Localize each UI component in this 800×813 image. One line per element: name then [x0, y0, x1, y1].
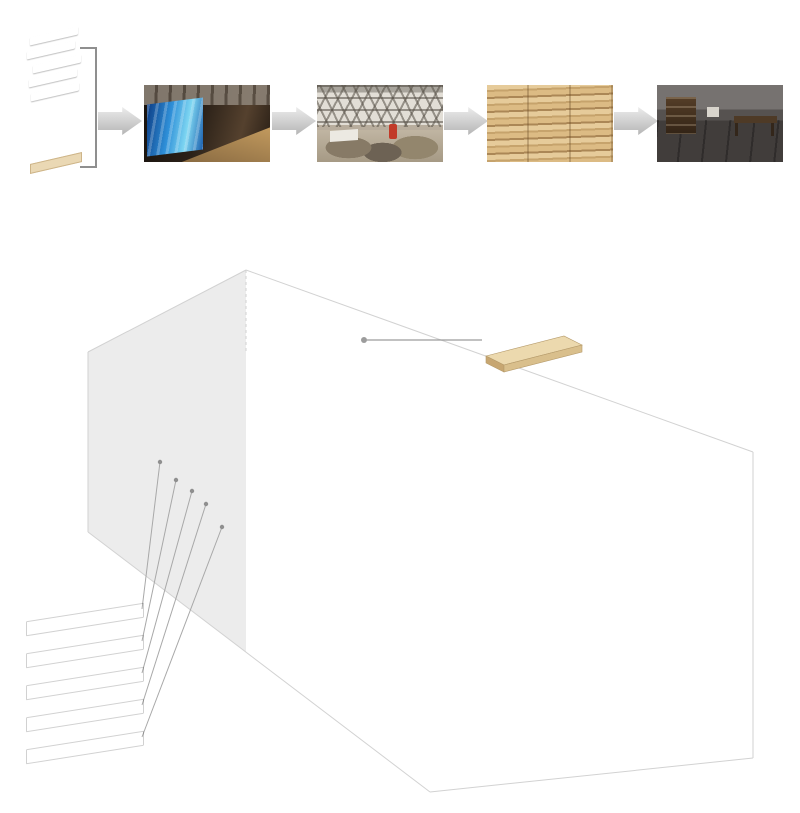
- flow-arrow-1: [98, 107, 142, 135]
- product-sample-plank-1: [26, 602, 144, 637]
- flow-arrow-2: [272, 107, 316, 135]
- photo-table-leg: [734, 122, 738, 136]
- photo-table-detail: [733, 115, 777, 123]
- sample-leader-dots: [157, 459, 225, 530]
- flow-arrow-3: [444, 107, 488, 135]
- flow-arrow-4: [614, 107, 658, 135]
- callout-dot: [361, 337, 367, 343]
- bracket-line-vertical: [95, 47, 97, 168]
- photo-led-screen-detail: [147, 97, 203, 157]
- photo-recycled-planks: [487, 85, 613, 162]
- photo-reuse-product: [657, 85, 783, 162]
- photo-shelf-detail: [665, 97, 697, 135]
- photo-dismantle: [317, 85, 443, 162]
- unpainted-plank-swatch: [30, 151, 82, 175]
- bracket-line-bottom: [80, 166, 96, 168]
- product-sample-plank-2: [26, 634, 144, 669]
- bracket-line-top: [80, 47, 96, 49]
- photo-table-leg: [771, 122, 775, 136]
- photo-truss-detail: [317, 85, 443, 128]
- photo-plank-seams-detail: [487, 85, 613, 162]
- callout-leader: [361, 337, 482, 343]
- back-wall-face: [88, 270, 246, 652]
- photo-built-exhibition-hall: [144, 85, 270, 162]
- product-sample-plank-3: [26, 666, 144, 701]
- sample-leader-lines: [141, 461, 223, 738]
- callout-plank-drawing: [485, 335, 583, 373]
- product-sample-plank-4: [26, 698, 144, 733]
- photo-object-detail: [707, 106, 719, 117]
- photo-banner-detail: [329, 128, 358, 142]
- photo-worker-detail: [388, 123, 397, 139]
- product-sample-plank-5: [26, 730, 144, 765]
- room-box-lines: [87, 269, 754, 793]
